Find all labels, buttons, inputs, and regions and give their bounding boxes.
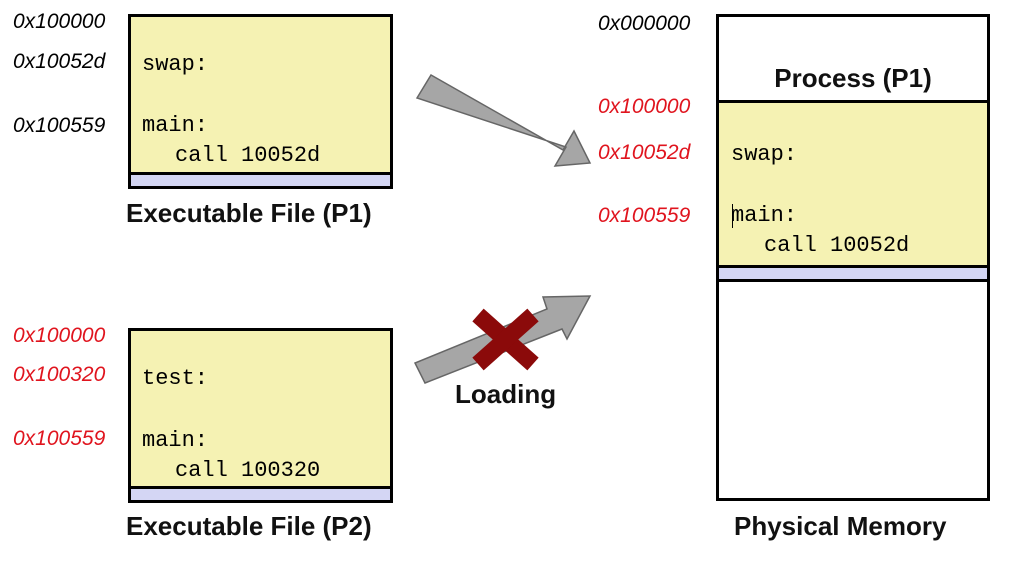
- physical-memory-box: Process (P1) swap: main: call 10052d: [716, 14, 990, 501]
- process-image-region: swap: main: call 10052d: [719, 100, 987, 282]
- p1-data-strip: [131, 172, 390, 186]
- memory-code-call: call 10052d: [764, 233, 910, 258]
- p1-executable-box: swap: main: call 10052d: [128, 14, 393, 189]
- p2-address-start: 0x100000: [13, 324, 106, 347]
- p1-code-call: call 10052d: [175, 143, 321, 168]
- text-cursor: [732, 204, 733, 228]
- p1-address-swap: 0x10052d: [13, 50, 106, 73]
- process-label: Process (P1): [774, 63, 932, 93]
- p2-caption: Executable File (P2): [126, 511, 372, 541]
- memory-address-main: 0x100559: [598, 204, 691, 227]
- p1-code-main: main:: [142, 113, 209, 138]
- memory-code-swap: swap:: [731, 142, 798, 167]
- p1-address-start: 0x100000: [13, 10, 106, 33]
- loading-label: Loading: [455, 379, 557, 409]
- memory-address-start: 0x100000: [598, 95, 691, 118]
- p1-address-main: 0x100559: [13, 114, 106, 137]
- p2-data-strip: [131, 486, 390, 500]
- p1-code-swap: swap:: [142, 52, 209, 77]
- p2-code-main: main:: [142, 428, 209, 453]
- memory-caption: Physical Memory: [734, 511, 947, 541]
- p2-address-test: 0x100320: [13, 363, 106, 386]
- memory-address-swap: 0x10052d: [598, 141, 691, 164]
- memory-data-strip: [719, 265, 987, 279]
- load-arrow-p1: [415, 73, 592, 167]
- cross-icon: [472, 308, 539, 371]
- p2-executable-box: test: main: call 100320: [128, 328, 393, 503]
- p2-code-test: test:: [142, 366, 209, 391]
- p2-address-main: 0x100559: [13, 427, 106, 450]
- p1-caption: Executable File (P1): [126, 198, 372, 228]
- p2-code-call: call 100320: [175, 458, 321, 483]
- memory-code-main: main:: [731, 203, 798, 228]
- memory-address-base: 0x000000: [598, 12, 691, 35]
